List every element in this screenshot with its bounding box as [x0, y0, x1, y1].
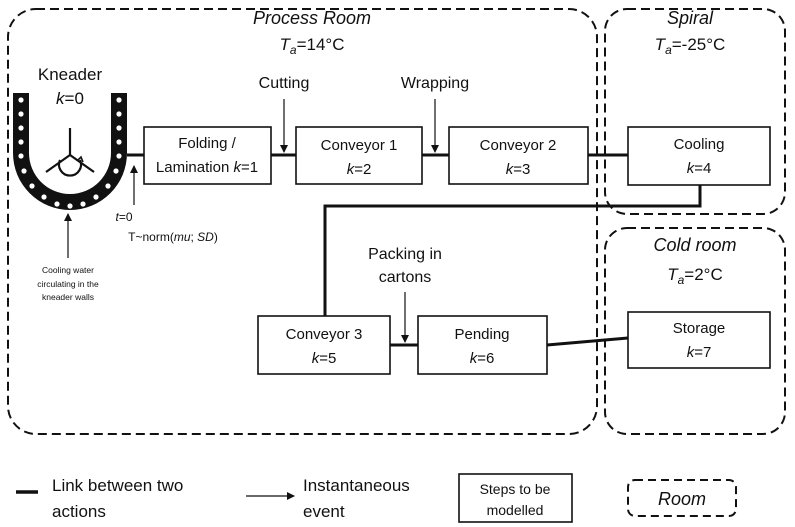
process-room-title: Process Room [253, 8, 371, 28]
step-conveyor-2: Conveyor 2 k=3 [448, 126, 589, 185]
svg-text:Folding /: Folding / [178, 135, 236, 152]
svg-text:k=2: k=2 [347, 161, 372, 178]
kneader-vessel [13, 93, 127, 210]
legend-event-label-line1: Instantaneous [303, 476, 410, 495]
initial-time-label: t=0 [115, 210, 132, 224]
svg-text:Conveyor 1: Conveyor 1 [321, 137, 398, 154]
spiral-room-temperature: Ta=-25°C [655, 35, 726, 57]
spiral-room-title: Spiral [667, 8, 714, 28]
event-wrapping-label: Wrapping [401, 75, 469, 92]
initial-temperature-distribution: T~norm(mu; SD) [128, 230, 218, 244]
legend: Link between two actions Instantaneous e… [16, 473, 737, 523]
legend-step-label-line2: modelled [487, 502, 544, 518]
cold-room-boundary [604, 227, 786, 435]
svg-text:Cooling: Cooling [674, 136, 725, 153]
svg-text:Storage: Storage [673, 320, 726, 337]
kneader-step-index: k=0 [56, 89, 84, 108]
step-storage: Storage k=7 [627, 311, 771, 369]
svg-text:k=6: k=6 [470, 350, 495, 367]
cold-room-title: Cold room [653, 235, 736, 255]
svg-text:k=4: k=4 [687, 160, 712, 177]
event-cutting-label: Cutting [259, 75, 310, 92]
cooling-water-note-line2: circulating in the [37, 279, 99, 289]
step-conveyor-1: Conveyor 1 k=2 [295, 126, 423, 185]
step-conveyor-3: Conveyor 3 k=5 [257, 315, 391, 375]
step-folding-lamination: Folding / Lamination k=1 [143, 126, 272, 185]
process-room-temperature: Ta=14°C [280, 35, 345, 57]
legend-link-label-line2: actions [52, 502, 106, 521]
link-cooling-conveyor3 [323, 185, 702, 316]
legend-step-symbol [458, 473, 573, 523]
cooling-water-note-line1: Cooling water [42, 265, 94, 275]
svg-text:Conveyor 2: Conveyor 2 [480, 137, 557, 154]
kneader-mixer-blades [45, 128, 95, 177]
legend-step-label-line1: Steps to be [480, 481, 551, 497]
svg-text:Lamination k=1: Lamination k=1 [156, 159, 258, 176]
step-cooling: Cooling k=4 [627, 126, 771, 186]
process-room-boundary [7, 8, 598, 435]
legend-event-label-line2: event [303, 502, 345, 521]
link-pending-storage [546, 336, 629, 347]
event-packing-label-line2: cartons [379, 269, 431, 286]
action-links [127, 153, 702, 347]
legend-room-label: Room [658, 489, 706, 509]
svg-text:k=5: k=5 [312, 350, 337, 367]
svg-text:k=7: k=7 [687, 344, 712, 361]
kneader-cooling-channels [18, 97, 122, 209]
cooling-water-note-line3: kneader walls [42, 292, 94, 302]
step-pending: Pending k=6 [417, 315, 548, 375]
legend-room-symbol [627, 479, 737, 517]
svg-text:k=3: k=3 [506, 161, 531, 178]
cold-room-temperature: Ta=2°C [667, 265, 723, 287]
event-packing-label-line1: Packing in [368, 246, 442, 263]
legend-link-label-line1: Link between two [52, 476, 183, 495]
spiral-room-boundary [604, 8, 786, 215]
svg-text:Pending: Pending [454, 326, 509, 343]
kneader-title: Kneader [38, 65, 103, 84]
svg-text:Conveyor 3: Conveyor 3 [286, 326, 363, 343]
